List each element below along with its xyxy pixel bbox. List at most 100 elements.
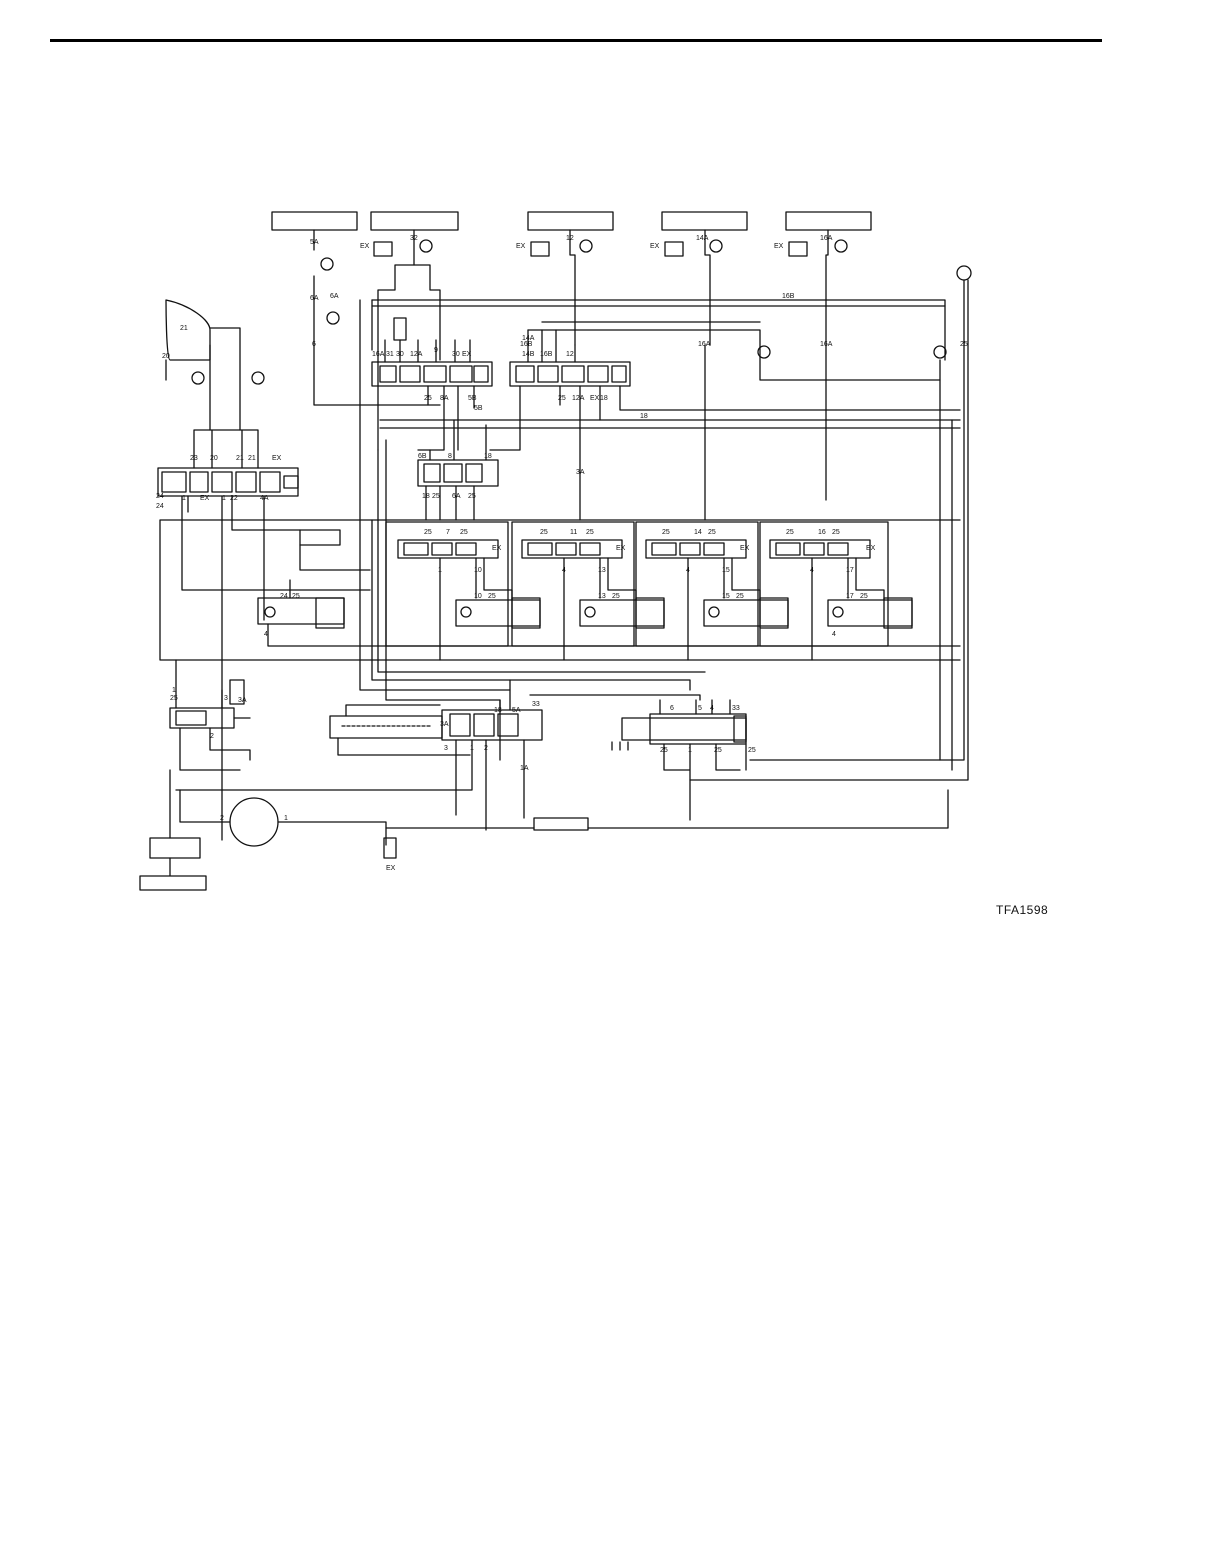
mv-22: 22	[230, 495, 238, 502]
sv1-5b: 5B	[468, 395, 477, 402]
gv-1: 1	[688, 747, 692, 754]
c1-4: 4	[264, 631, 268, 638]
mv-ex2: EX	[200, 495, 210, 502]
sv1-5b2: 5B	[474, 405, 483, 412]
lv-2: 2	[210, 733, 214, 740]
u1-ex: EX	[492, 545, 502, 552]
relief-symbol-5	[788, 241, 808, 257]
top-rule	[50, 39, 1102, 42]
bottom-ex: EX	[386, 865, 396, 872]
u1-7: 7	[446, 529, 450, 536]
line-18: 18	[640, 413, 648, 420]
label-6: 6	[312, 341, 316, 348]
valve-unit-3	[635, 521, 789, 661]
rv-3a: 3A	[440, 721, 449, 728]
sv1-8a: 8A	[440, 395, 449, 402]
label-12: 12	[566, 235, 574, 242]
u2-11: 11	[570, 529, 577, 536]
bottom-exhaust	[383, 837, 397, 859]
check-ball-f	[326, 311, 340, 325]
label-ex-2: EX	[516, 243, 526, 250]
u4-ex: EX	[866, 545, 876, 552]
label-14a: 14A	[696, 235, 709, 242]
trunk-lines	[359, 299, 953, 771]
check-ball-h	[251, 371, 265, 385]
sv1-31: 31	[386, 351, 394, 358]
filter	[533, 817, 589, 831]
relief-symbol-2	[373, 241, 393, 257]
lv-1: 1	[172, 687, 176, 694]
valve-unit-2	[511, 521, 665, 661]
u3-15: 15	[722, 567, 730, 574]
mv-20: 20	[210, 455, 218, 462]
sv2-14a: 14A	[522, 335, 535, 342]
mv-21b: 21	[248, 455, 256, 462]
u2-13: 13	[598, 567, 606, 574]
label-32: 32	[410, 235, 418, 242]
mv-21: 21	[236, 455, 244, 462]
figure-id: TFA1598	[996, 903, 1049, 917]
shift-valve-1	[371, 317, 493, 451]
sv2-12a: 12A	[572, 395, 585, 402]
c1-25: 25	[292, 593, 300, 600]
gv-25: 25	[660, 747, 668, 754]
lv-3a: 3A	[238, 697, 247, 704]
diagram-labels: 5A 6A 6A 6 EX 32 EX 12 EX 14A EX 16A 21 …	[156, 235, 968, 872]
u4-4: 4	[810, 567, 814, 574]
u3-25c: 25	[736, 593, 744, 600]
gv-5: 5	[698, 705, 702, 712]
sv2-16b: 16B	[540, 351, 553, 358]
mv-ex: EX	[272, 455, 282, 462]
rv-33: 33	[532, 701, 540, 708]
pump	[229, 797, 279, 847]
check-ball-d	[709, 239, 723, 253]
sv2-ex: EX	[590, 395, 600, 402]
pump-2: 2	[220, 815, 224, 822]
pump-reservoir	[139, 769, 949, 891]
u2-25c: 25	[612, 593, 620, 600]
u4-25b: 25	[832, 529, 840, 536]
gv-25c: 25	[748, 747, 756, 754]
u2-4: 4	[562, 567, 566, 574]
left-accumulator	[165, 299, 241, 431]
u3-14: 14	[694, 529, 702, 536]
sv1-9: 9	[434, 347, 438, 354]
label-ex-1: EX	[360, 243, 370, 250]
mv-23: 23	[190, 455, 198, 462]
valve-unit-1	[385, 521, 541, 661]
mv-24: 24	[156, 493, 164, 500]
sv3-18b: 18	[422, 493, 430, 500]
u1-25b: 25	[460, 529, 468, 536]
check-ball-g	[191, 371, 205, 385]
sv1-ex: EX	[462, 351, 472, 358]
u1-10: 10	[474, 567, 482, 574]
u3-15b: 15	[722, 593, 730, 600]
sv1-12a: 12A	[410, 351, 423, 358]
actuator-box-5	[785, 211, 872, 231]
mv-24b: 24	[156, 503, 164, 510]
actuator-box-2	[370, 211, 459, 231]
u2-13b: 13	[598, 593, 606, 600]
rv-3: 3	[444, 745, 448, 752]
label-16a-v: 16A	[698, 341, 711, 348]
rv-1a: 1A	[520, 765, 529, 772]
sv1-16a: 16A	[372, 351, 385, 358]
label-16b-top: 16B	[782, 293, 795, 300]
label-20: 20	[162, 353, 170, 360]
sv3-25b: 25	[468, 493, 476, 500]
line-16b	[371, 299, 946, 361]
c1-24: 24	[280, 593, 288, 600]
check-ball-b	[419, 239, 433, 253]
rv-2: 2	[484, 745, 488, 752]
check-ball-e	[834, 239, 848, 253]
label-5a: 5A	[310, 239, 319, 246]
sv2-25: 25	[558, 395, 566, 402]
gv-4: 4	[710, 705, 714, 712]
u1-25: 25	[424, 529, 432, 536]
right-bottom-valve	[611, 699, 747, 821]
pump-1: 1	[284, 815, 288, 822]
gv-6: 6	[670, 705, 674, 712]
u1-25c: 25	[488, 593, 496, 600]
u4-4b: 4	[832, 631, 836, 638]
